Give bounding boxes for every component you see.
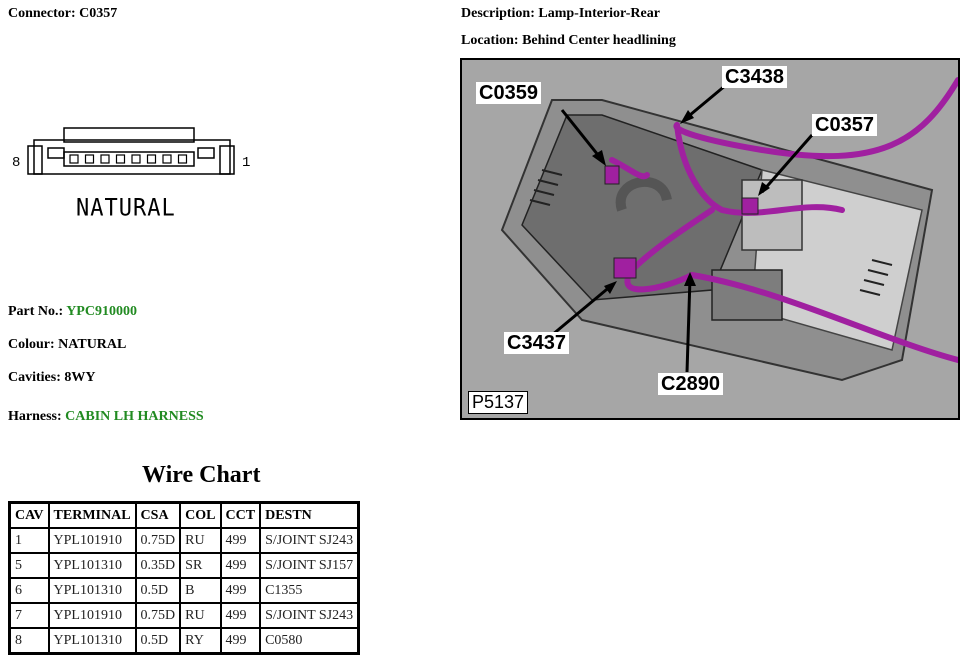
cell-cav: 1 <box>8 527 50 554</box>
cell-destn: C1355 <box>259 577 360 604</box>
col-col-header: COL <box>179 501 222 529</box>
pin-label-left: 8 <box>12 155 20 171</box>
location-illustration: C0359 C3438 C0357 C3437 C2890 P5137 <box>460 58 960 420</box>
cell-terminal: YPL101910 <box>47 602 137 629</box>
callout-c3437: C3437 <box>504 332 569 354</box>
cell-csa: 0.35D <box>134 552 182 579</box>
cavities-label: Cavities: <box>8 370 61 385</box>
col-terminal-header: TERMINAL <box>47 501 137 529</box>
cavity <box>146 154 157 164</box>
cell-cav: 5 <box>8 552 50 579</box>
cavities-value: 8WY <box>64 370 96 385</box>
cell-col: RU <box>179 602 222 629</box>
colour: Colour: NATURAL <box>8 337 126 353</box>
col-cav-header: CAV <box>8 501 50 529</box>
cavity <box>162 154 172 164</box>
connector-body <box>33 139 231 175</box>
table-row: 5 YPL101310 0.35D SR 499 S/JOINT SJ157 <box>8 552 360 579</box>
cell-destn: C0580 <box>259 627 360 655</box>
table-header-row: CAV TERMINAL CSA COL CCT DESTN <box>8 501 360 529</box>
col-cct-header: CCT <box>219 501 262 529</box>
cavity <box>84 154 95 164</box>
callout-c0359: C0359 <box>476 82 541 104</box>
callout-c2890: C2890 <box>658 373 723 395</box>
cavity-strip <box>63 151 195 167</box>
description-value: Lamp-Interior-Rear <box>538 6 660 21</box>
cell-csa: 0.75D <box>134 527 182 554</box>
connector-id: Connector: C0357 <box>8 6 117 22</box>
connector-face-diagram: 8 1 <box>12 127 250 175</box>
callout-c3438: C3438 <box>722 66 787 88</box>
description-label: Description: <box>461 6 535 21</box>
cell-cav: 8 <box>8 627 50 655</box>
cell-col: RU <box>179 527 222 554</box>
connector-colour-caption: NATURAL <box>76 194 176 223</box>
cavity <box>69 154 79 164</box>
cell-cct: 499 <box>219 527 262 554</box>
harness: Harness: CABIN LH HARNESS <box>8 409 204 425</box>
colour-value: NATURAL <box>58 337 127 352</box>
cell-col: RY <box>179 627 222 655</box>
part-number-label: Part No.: <box>8 304 64 319</box>
cell-cav: 6 <box>8 577 50 604</box>
cell-cct: 499 <box>219 552 262 579</box>
table-row: 7 YPL101910 0.75D RU 499 S/JOINT SJ243 <box>8 602 360 629</box>
cavity <box>131 154 141 164</box>
location-value: Behind Center headlining <box>522 33 676 48</box>
cell-terminal: YPL101310 <box>47 552 137 579</box>
cell-csa: 0.75D <box>134 602 182 629</box>
cell-col: B <box>179 577 222 604</box>
cell-terminal: YPL101310 <box>47 577 137 604</box>
connector-value: C0357 <box>79 6 118 21</box>
wire-chart-title: Wire Chart <box>142 462 261 488</box>
colour-label: Colour: <box>8 337 55 352</box>
cell-cct: 499 <box>219 627 262 655</box>
cavity <box>100 154 110 164</box>
harness-label: Harness: <box>8 409 62 424</box>
cell-cct: 499 <box>219 577 262 604</box>
wire-chart-table: CAV TERMINAL CSA COL CCT DESTN 1 YPL1019… <box>8 501 361 655</box>
table-row: 1 YPL101910 0.75D RU 499 S/JOINT SJ243 <box>8 527 360 554</box>
harness-link[interactable]: CABIN LH HARNESS <box>65 409 204 424</box>
location: Location: Behind Center headlining <box>461 33 676 49</box>
connector-latch-top <box>63 127 195 143</box>
connector-left-key <box>47 147 65 159</box>
cell-csa: 0.5D <box>134 627 182 655</box>
cell-destn: S/JOINT SJ243 <box>259 527 360 554</box>
connector-label: Connector: <box>8 6 76 21</box>
part-number-link[interactable]: YPC910000 <box>66 304 137 319</box>
col-destn-header: DESTN <box>259 501 360 529</box>
col-csa-header: CSA <box>134 501 182 529</box>
cell-terminal: YPL101310 <box>47 627 137 655</box>
cell-terminal: YPL101910 <box>47 527 137 554</box>
cell-destn: S/JOINT SJ243 <box>259 602 360 629</box>
cell-destn: S/JOINT SJ157 <box>259 552 360 579</box>
callout-c0357: C0357 <box>812 114 877 136</box>
cavity-group <box>69 154 188 164</box>
connector-left-lug <box>27 145 43 175</box>
connector-right-lug <box>219 145 235 175</box>
pin-label-right: 1 <box>242 155 250 171</box>
cell-cav: 7 <box>8 602 50 629</box>
cavities: Cavities: 8WY <box>8 370 96 386</box>
headlining-lamp-drawing <box>462 60 958 418</box>
cavity <box>115 154 126 164</box>
description: Description: Lamp-Interior-Rear <box>461 6 660 22</box>
table-row: 6 YPL101310 0.5D B 499 C1355 <box>8 577 360 604</box>
cell-cct: 499 <box>219 602 262 629</box>
cavity <box>177 154 188 164</box>
table-row: 8 YPL101310 0.5D RY 499 C0580 <box>8 627 360 655</box>
cell-csa: 0.5D <box>134 577 182 604</box>
location-label: Location: <box>461 33 519 48</box>
part-number: Part No.: YPC910000 <box>8 304 137 320</box>
photo-reference: P5137 <box>468 391 529 414</box>
connector-right-key <box>197 147 215 159</box>
cell-col: SR <box>179 552 222 579</box>
